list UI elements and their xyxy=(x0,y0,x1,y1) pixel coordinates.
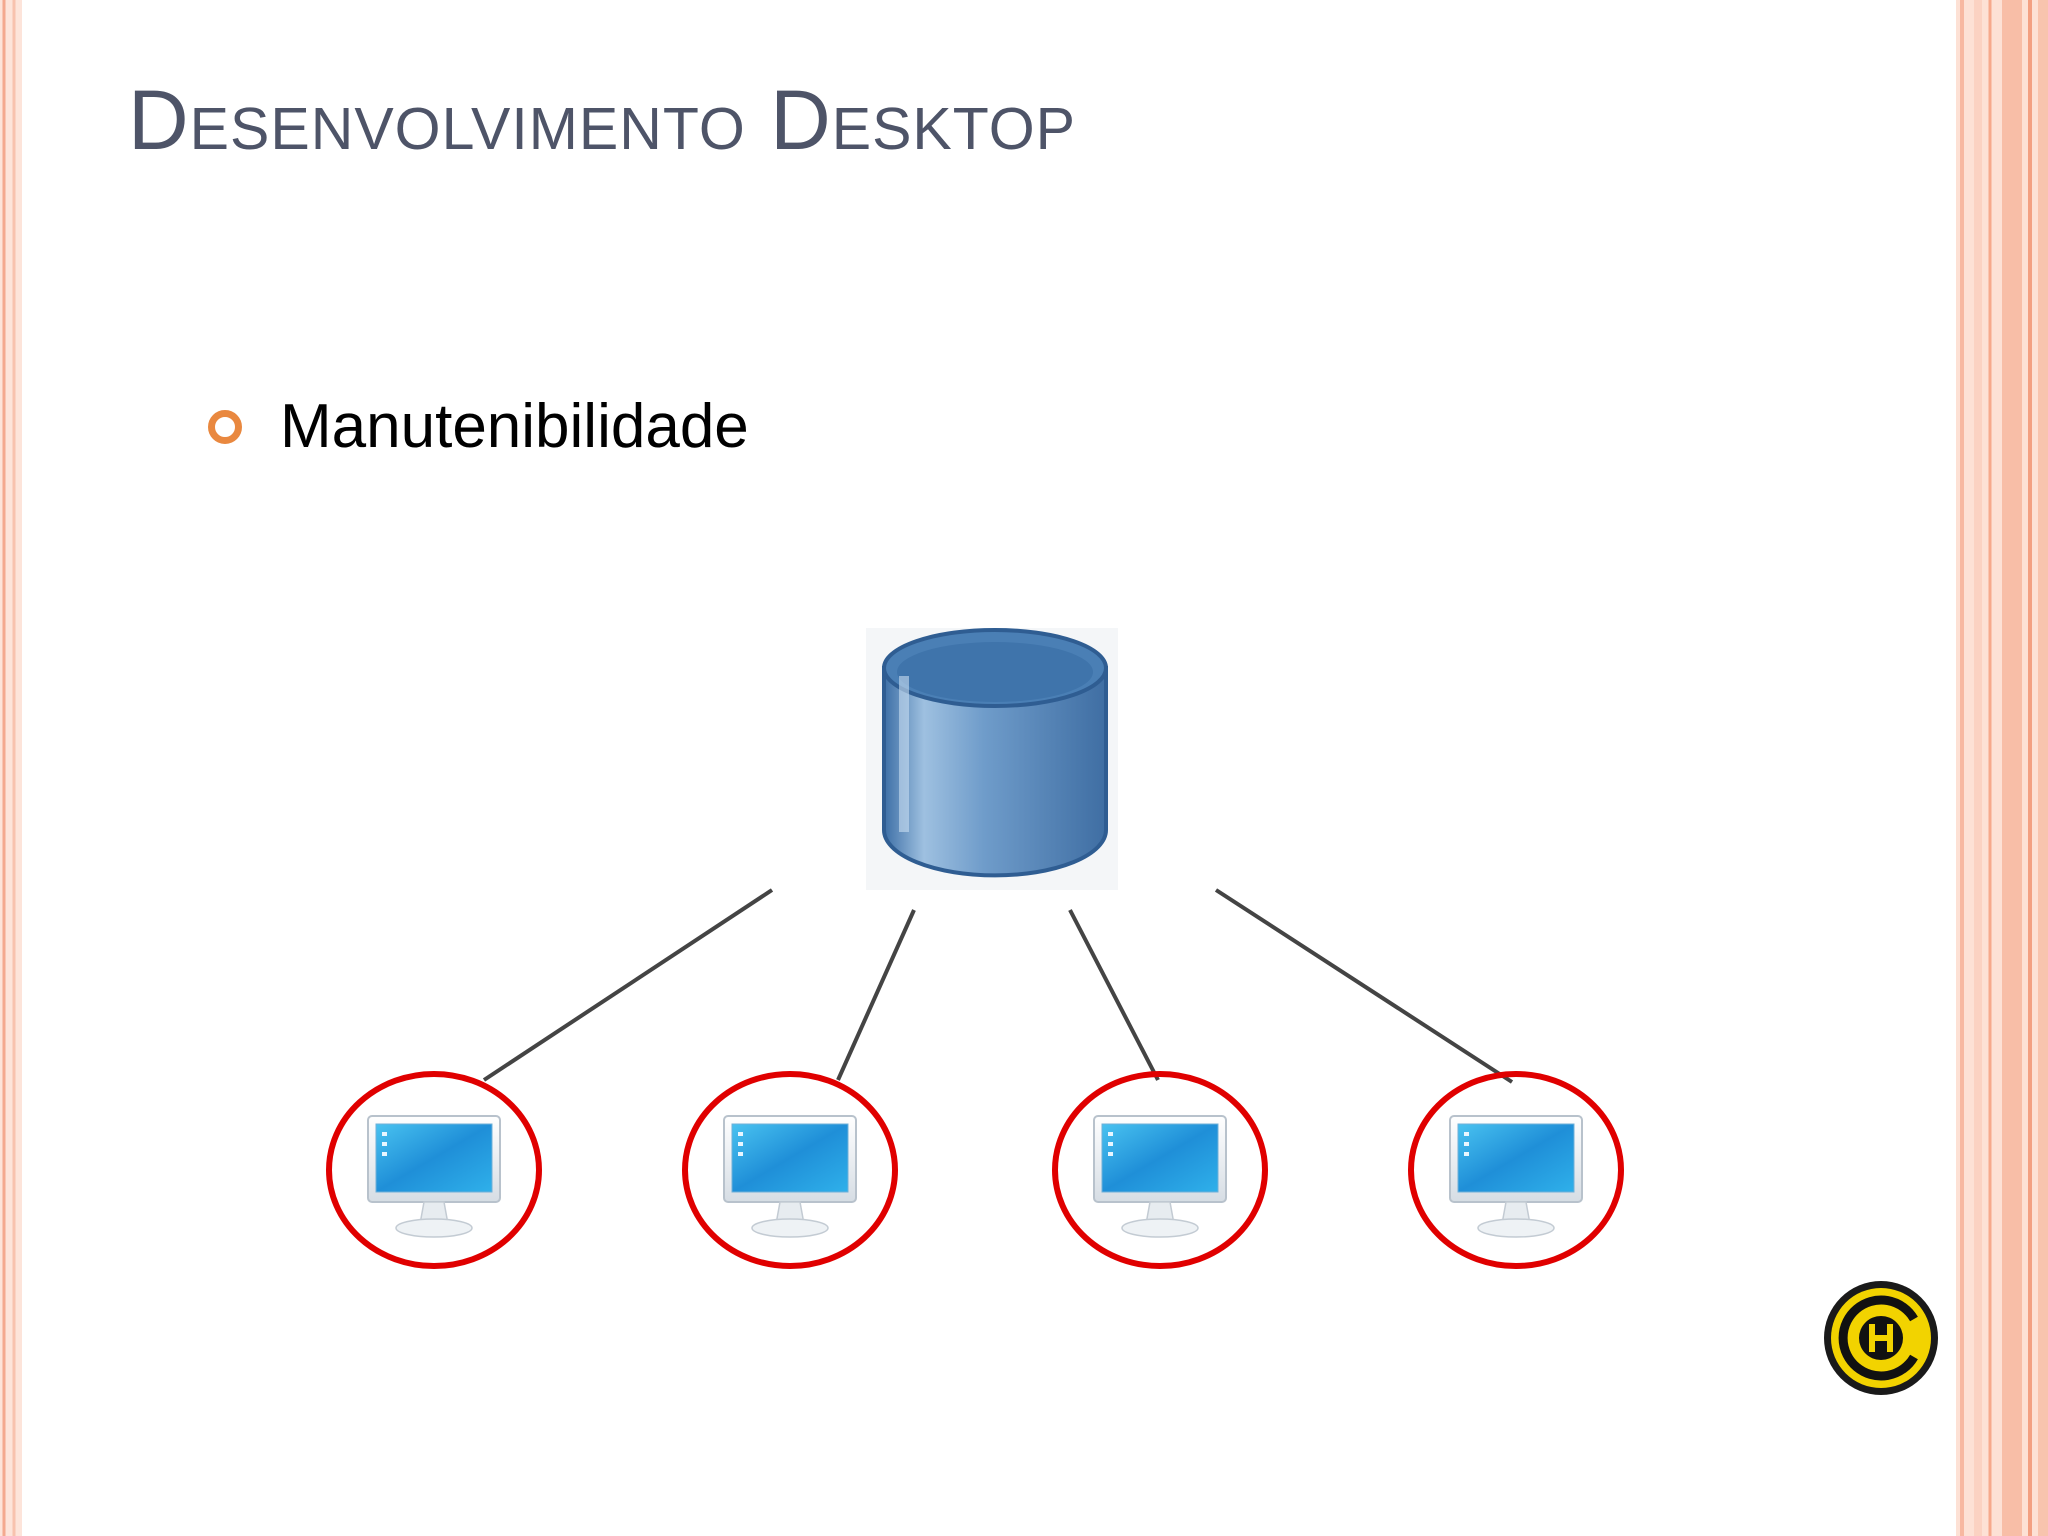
client-workstation-1 xyxy=(367,1115,501,1238)
left-border-decoration xyxy=(0,0,22,1536)
highlight-circle xyxy=(1052,1071,1268,1269)
hc-logo-icon xyxy=(1824,1281,1938,1395)
right-border-decoration xyxy=(1956,0,2048,1536)
monitor-icon xyxy=(723,1115,857,1238)
bullet-item: Manutenibilidade xyxy=(208,396,749,458)
highlight-circle xyxy=(1408,1071,1624,1269)
slide-title: Desenvolvimento Desktop xyxy=(128,73,1077,167)
monitor-icon xyxy=(367,1115,501,1238)
monitor-icon xyxy=(1449,1115,1583,1238)
highlight-circle xyxy=(682,1071,898,1269)
bullet-text: Manutenibilidade xyxy=(280,392,749,461)
connection-line xyxy=(482,888,774,1082)
client-workstation-3 xyxy=(1093,1115,1227,1238)
highlight-circle xyxy=(326,1071,542,1269)
client-workstation-2 xyxy=(723,1115,857,1238)
connection-line xyxy=(1214,888,1514,1084)
connection-line xyxy=(1068,909,1160,1081)
bullet-ring-icon xyxy=(208,410,242,444)
client-workstation-4 xyxy=(1449,1115,1583,1238)
database-icon xyxy=(866,628,1118,890)
connection-line xyxy=(836,909,916,1081)
monitor-icon xyxy=(1093,1115,1227,1238)
